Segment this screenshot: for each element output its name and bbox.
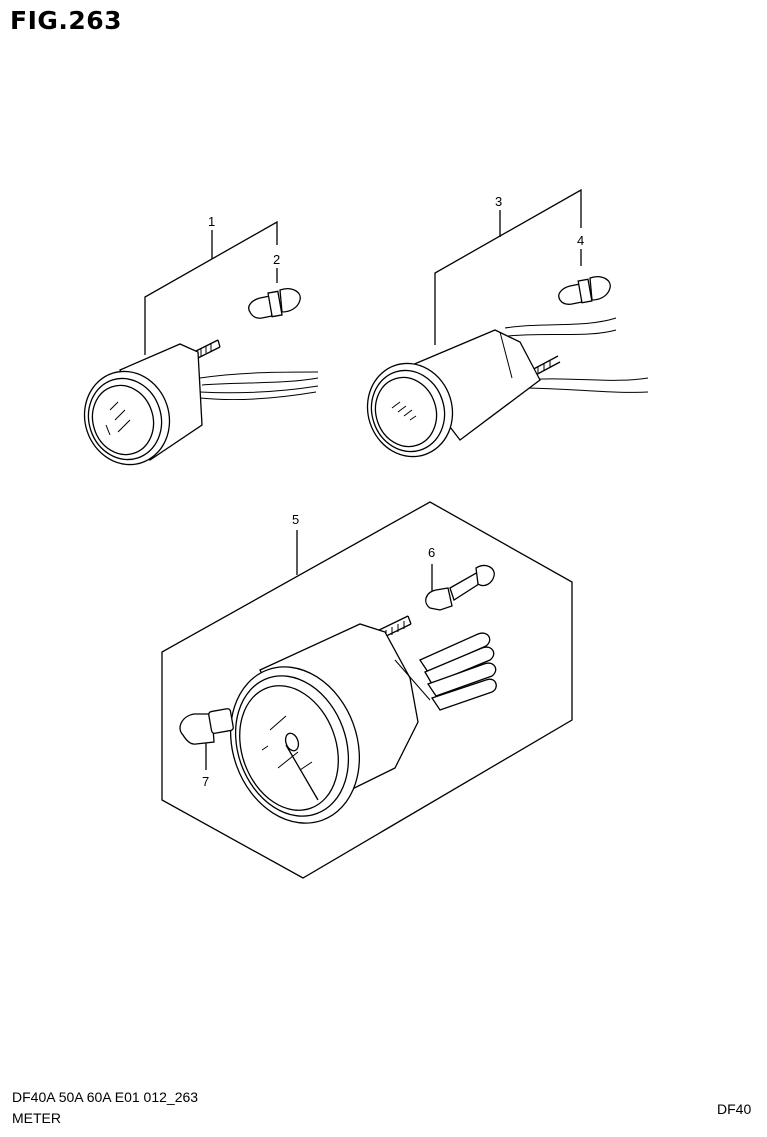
gauge-small-right[interactable] xyxy=(356,317,649,468)
group-3-bracket xyxy=(434,188,582,345)
callout-2[interactable]: 2 xyxy=(273,252,280,267)
bulb-wedge[interactable] xyxy=(179,708,234,745)
bulb-holder[interactable] xyxy=(425,564,495,611)
bulb-right[interactable] xyxy=(558,276,611,305)
group-1-bracket xyxy=(144,220,278,355)
footer-tag: DF40 xyxy=(717,1101,752,1117)
callout-7[interactable]: 7 xyxy=(202,774,209,789)
callout-3[interactable]: 3 xyxy=(495,194,502,209)
callout-5[interactable]: 5 xyxy=(292,512,299,527)
figure-title: FIG.263 xyxy=(10,6,123,35)
callout-1[interactable]: 1 xyxy=(208,214,215,229)
bulb-left[interactable] xyxy=(248,288,301,319)
tachometer[interactable] xyxy=(209,615,497,841)
gauge-small-left[interactable] xyxy=(73,339,319,476)
footer-part-name: METER xyxy=(12,1110,61,1126)
callout-4[interactable]: 4 xyxy=(577,233,584,248)
callout-6[interactable]: 6 xyxy=(428,545,435,560)
footer-model-line: DF40A 50A 60A E01 012_263 xyxy=(12,1089,199,1105)
